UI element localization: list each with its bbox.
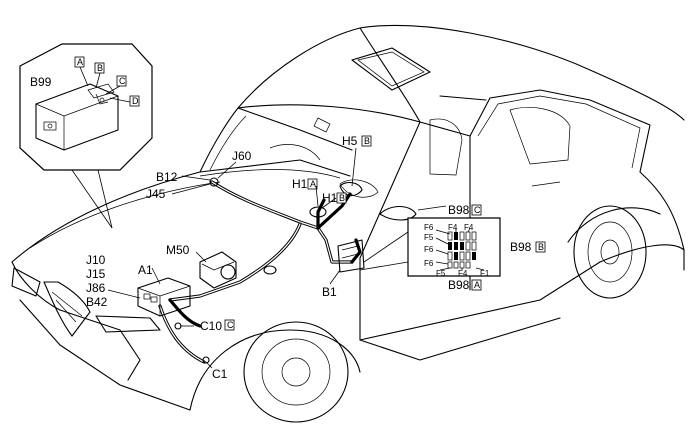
- label-fuse-f4-a: F4: [448, 223, 458, 232]
- label-b98b: B98: [510, 240, 532, 254]
- frame-b98b: [535, 241, 546, 253]
- label-d: D: [132, 96, 139, 106]
- frame-h5: [361, 135, 372, 147]
- frame-a: [74, 56, 85, 68]
- label-h1a: H1: [292, 177, 308, 191]
- label-c10-sq: C: [227, 320, 234, 330]
- label-b99: B99: [30, 75, 52, 89]
- label-b98c-sq: C: [474, 205, 481, 215]
- label-j60: J60: [232, 149, 252, 163]
- label-m50: M50: [166, 243, 190, 257]
- label-j86: J86: [86, 281, 106, 295]
- frame-h1a: [307, 178, 318, 190]
- label-fuse-f6-low: F6: [424, 259, 434, 268]
- label-c: C: [119, 76, 126, 86]
- label-j10: J10: [86, 253, 106, 267]
- fuse-panel-b98: [359, 217, 501, 277]
- fuse-box-a1: [137, 277, 191, 317]
- ground-c1: [202, 356, 210, 364]
- label-fuse-f4-b: F4: [464, 223, 474, 232]
- connector-b1: [337, 239, 365, 273]
- label-b98a: B98: [448, 278, 470, 292]
- label-b98b-sq: B: [538, 242, 544, 252]
- label-b1: B1: [322, 285, 337, 299]
- label-h5: H5: [342, 134, 358, 148]
- label-b42: B42: [86, 295, 108, 309]
- label-fuse-f6-top: F6: [424, 223, 434, 232]
- label-fuse-f5-bottom: F5: [436, 269, 446, 278]
- label-a1: A1: [138, 263, 153, 277]
- label-fuse-f4-bottom: F4: [458, 269, 468, 278]
- wiring-harness: [158, 180, 362, 364]
- label-h1b-sq: B: [339, 193, 345, 203]
- frame-b98a: [471, 279, 482, 291]
- label-h1a-sq: A: [310, 179, 316, 189]
- label-c10: C10: [200, 319, 222, 333]
- connector-b12: [209, 177, 219, 187]
- label-h1b: H1: [322, 191, 338, 205]
- label-j15: J15: [86, 267, 106, 281]
- label-c1: C1: [212, 367, 228, 381]
- abs-unit-m50: [199, 251, 237, 289]
- frame-b98c: [471, 204, 482, 216]
- label-fuse-f6-mid: F6: [424, 245, 434, 254]
- grommet: [263, 265, 277, 275]
- frame-c: [116, 75, 127, 87]
- label-b98c: B98: [448, 203, 470, 217]
- leader-lines: [107, 147, 357, 369]
- label-fuse-f1: F1: [480, 269, 490, 278]
- battery-inset: [19, 43, 153, 229]
- car-outline: [11, 24, 685, 423]
- label-b12: B12: [156, 170, 178, 184]
- label-b98a-sq: A: [474, 280, 480, 290]
- label-b: B: [97, 63, 103, 73]
- label-a: A: [77, 57, 83, 67]
- frame-b: [94, 62, 105, 74]
- frame-d: [129, 95, 140, 107]
- label-fuse-f5-top: F5: [424, 233, 434, 242]
- frame-c10: [224, 319, 235, 331]
- frame-h1b: [336, 192, 347, 204]
- label-j45: J45: [146, 187, 166, 201]
- label-h5-sq: B: [364, 136, 370, 146]
